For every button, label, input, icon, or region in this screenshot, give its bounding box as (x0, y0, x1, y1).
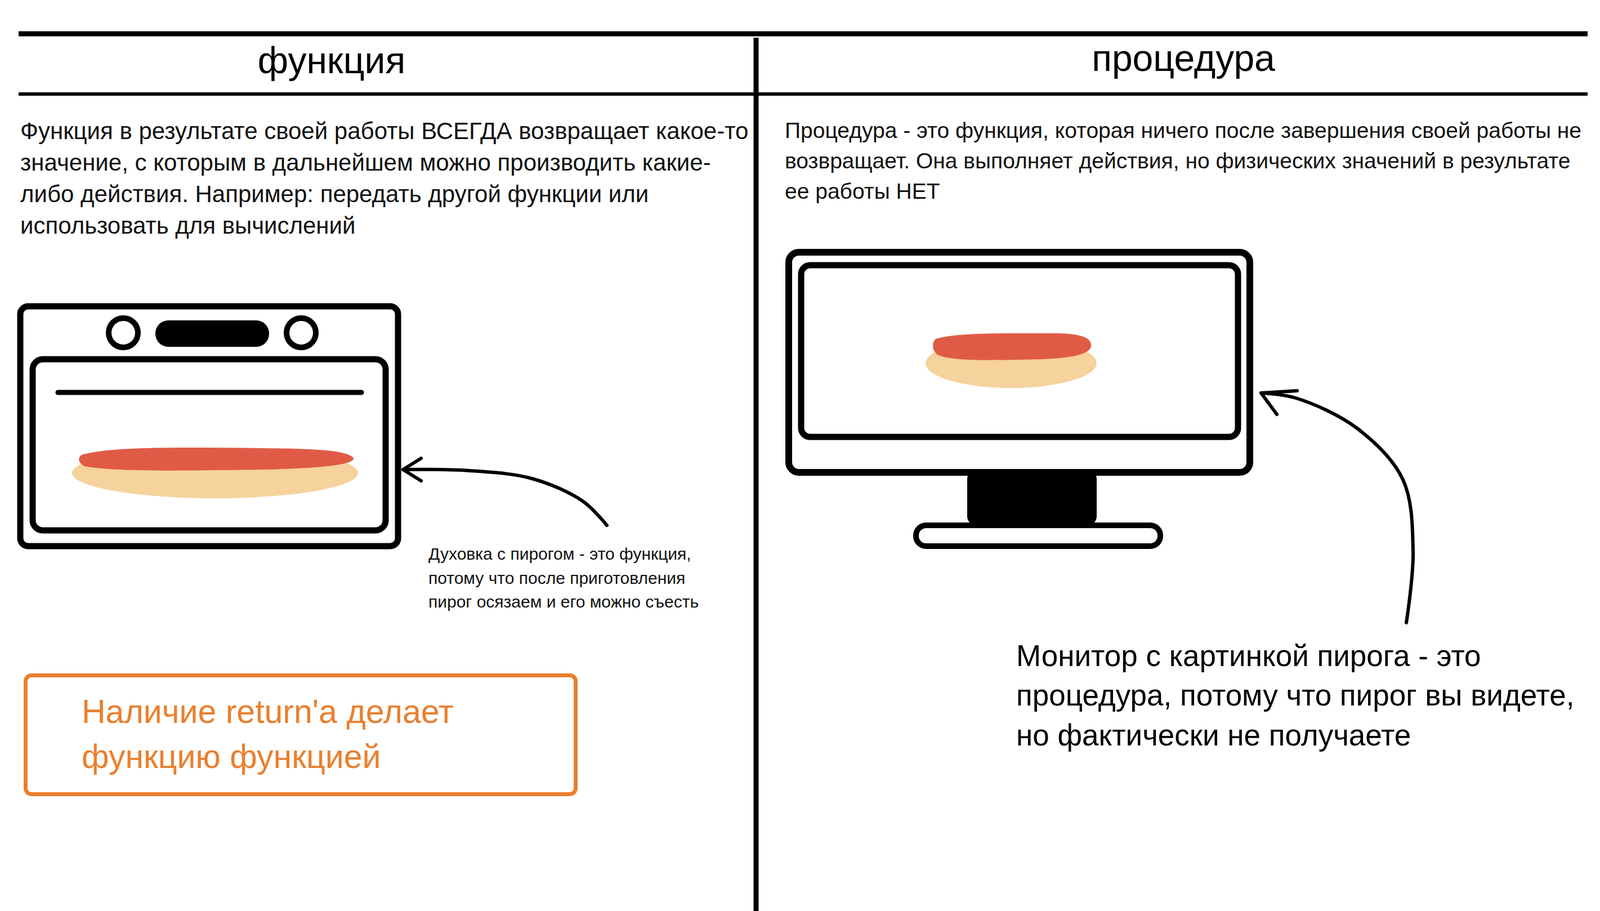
arrow-head (403, 458, 422, 481)
leader-line (403, 469, 607, 526)
top-rule (18, 31, 1588, 37)
column-divider (753, 37, 759, 911)
definition-text: Функция в результате своей работы ВСЕГДА… (20, 115, 750, 241)
arrow-head (1261, 390, 1298, 415)
note-box: Наличие return'а делает функцию функцией (23, 673, 578, 797)
definition-text: Процедура - это функция, которая ничего … (784, 115, 1585, 207)
callout-note: Духовка с пирогом - это функция, потому … (428, 542, 733, 615)
leader-line (1261, 392, 1414, 623)
oven-leader (403, 458, 607, 526)
monitor-illustration (788, 252, 1250, 547)
header-rule (18, 92, 1588, 96)
monitor-leader (1261, 390, 1414, 623)
column-heading: функция (162, 39, 501, 83)
oven-illustration (20, 306, 399, 547)
column-heading: процедура (1014, 37, 1353, 80)
note-text: Наличие return'а делает функцию функцией (81, 689, 557, 780)
callout-note: Монитор с картинкой пирога - это процеду… (1016, 636, 1591, 755)
